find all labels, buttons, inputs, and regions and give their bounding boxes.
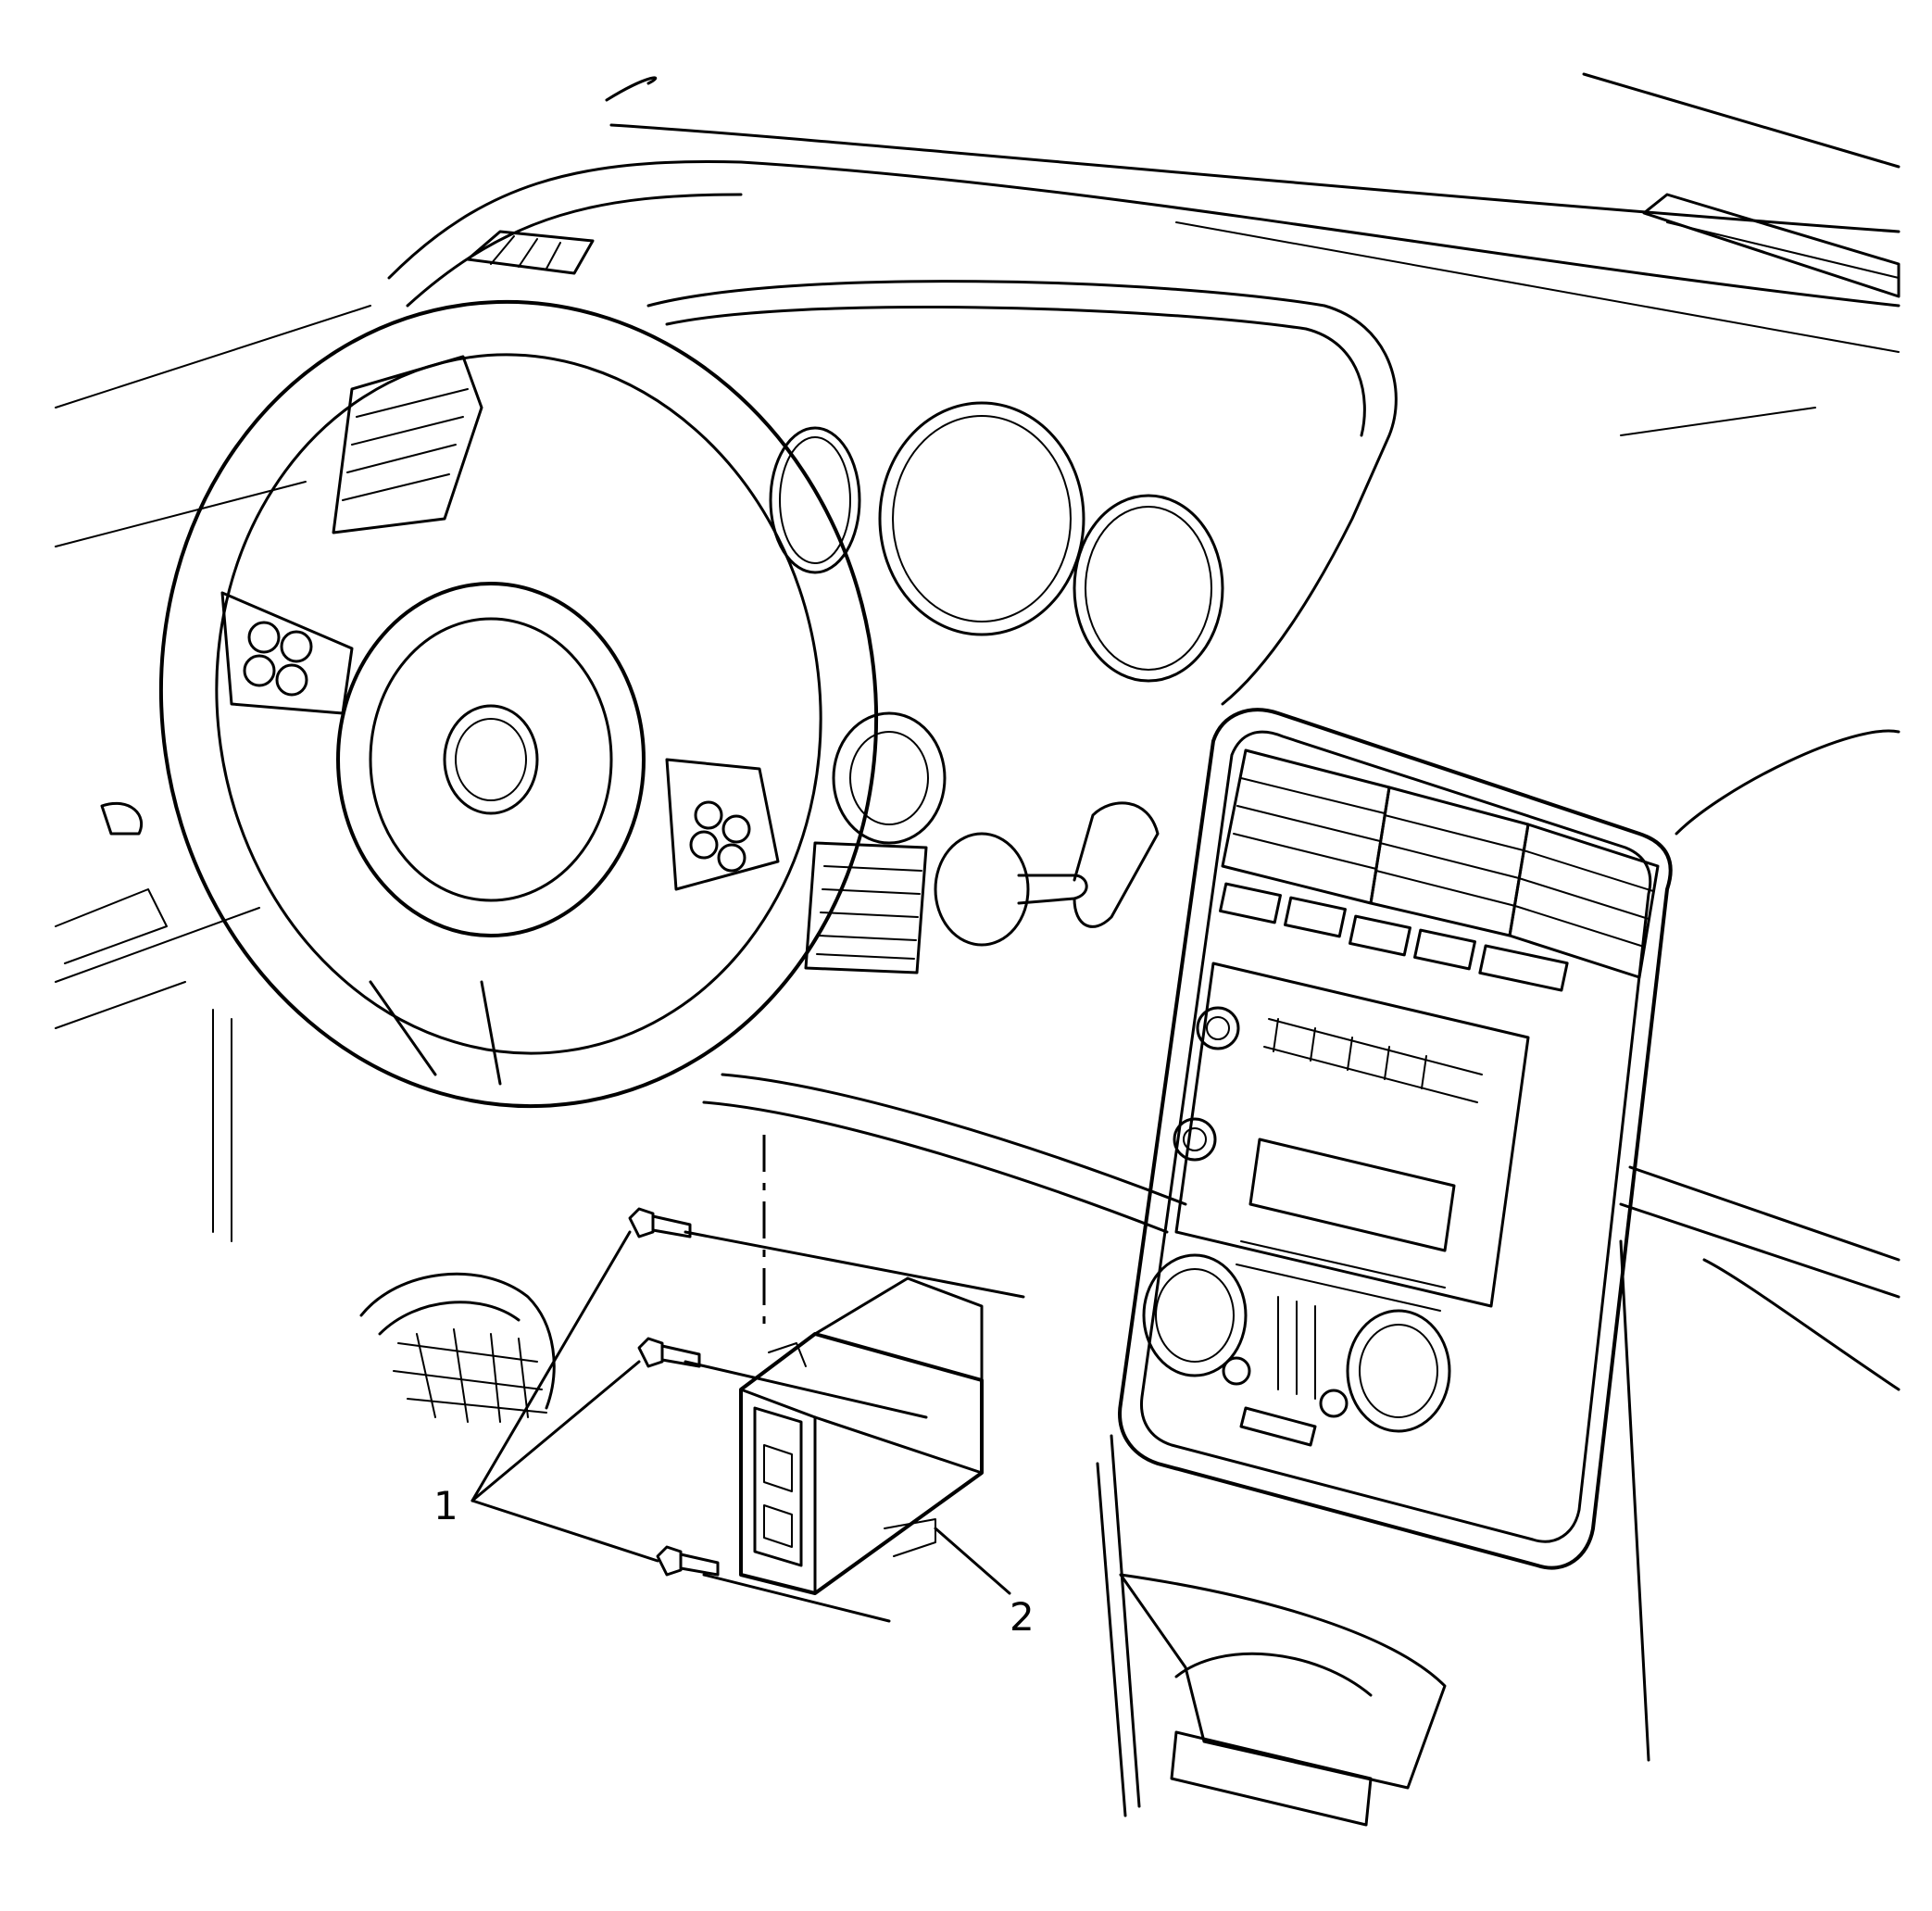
- hvac-controls: [1142, 1253, 1451, 1447]
- column-stalk: [934, 801, 1160, 947]
- dash-lower-edge: [55, 907, 1187, 1234]
- radio-unit: [1173, 962, 1530, 1312]
- gauge-speedometer: [878, 401, 1085, 636]
- callout-1-label: 1: [433, 1483, 458, 1528]
- callout-1-leaders: [470, 1230, 659, 1563]
- center-vent-right: [1508, 823, 1660, 979]
- leader-lines: [684, 1135, 1025, 1623]
- button-row: [1219, 882, 1569, 992]
- dash-top: [55, 160, 1901, 547]
- bolt-lower: [656, 1545, 720, 1577]
- windshield-edge: [605, 72, 1901, 353]
- lower-vent: [804, 841, 928, 974]
- left-side-vent: [332, 355, 483, 534]
- speaker-grille: [359, 1272, 556, 1423]
- right-dash: [1619, 729, 1901, 1762]
- body-control-module: [739, 1276, 984, 1595]
- bolt-upper: [628, 1207, 692, 1238]
- right-spoke-buttons: [689, 800, 751, 873]
- callout-2-label: 2: [1010, 1594, 1035, 1640]
- steering-wheel: [158, 299, 879, 1109]
- left-door-trim: [55, 801, 232, 1242]
- cluster-hood: [646, 280, 1398, 706]
- center-vent-left: [1221, 748, 1391, 905]
- ignition-lock: [832, 711, 947, 845]
- callout-2-leader: [934, 1527, 1011, 1595]
- center-stack: [1118, 708, 1673, 1570]
- bolt-middle: [637, 1337, 701, 1368]
- gauge-tachometer: [769, 426, 861, 574]
- right-defrost-vent: [1642, 193, 1901, 298]
- gauge-fuel: [1073, 494, 1224, 683]
- left-defrost-vent: [466, 230, 595, 275]
- left-spoke-buttons: [243, 621, 313, 697]
- console-bin: [1096, 1434, 1447, 1827]
